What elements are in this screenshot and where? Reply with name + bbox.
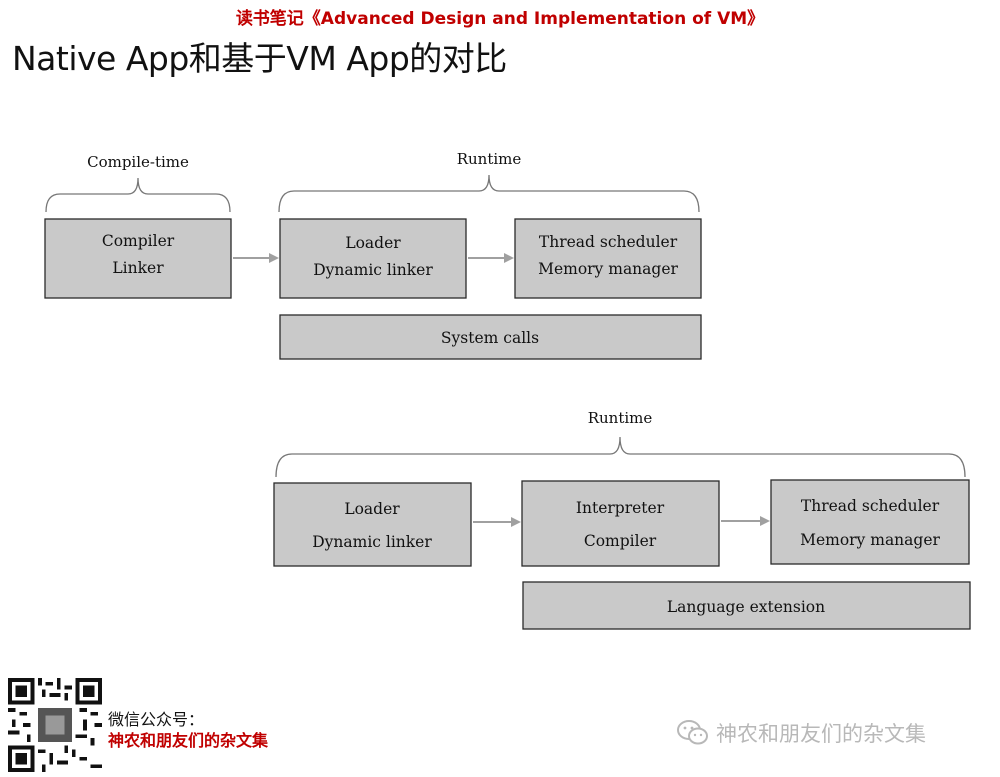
system-calls-label: System calls (441, 329, 539, 347)
header-note: 读书笔记《Advanced Design and Implementation … (235, 9, 765, 29)
vm-loader-label: Loader (344, 500, 400, 518)
system-calls-box: System calls (279, 314, 702, 360)
native-runtime-label: Runtime (457, 150, 522, 168)
native-loader-label: Loader (345, 234, 401, 252)
interpreter-box: Interpreter Compiler (521, 480, 720, 567)
vm-runtime-brace (275, 436, 966, 478)
vm-dynamic-linker-label: Dynamic linker (312, 533, 432, 551)
wechat-label: 微信公众号： (108, 710, 205, 729)
native-dynamic-linker-label: Dynamic linker (313, 261, 433, 279)
interpreter-label: Interpreter (576, 499, 665, 517)
vm-scheduler-box: Thread scheduler Memory manager (770, 479, 970, 565)
native-scheduler-box: Thread scheduler Memory manager (514, 218, 702, 299)
linker-label: Linker (112, 259, 164, 277)
vm-compiler-label: Compiler (584, 532, 657, 550)
vm-runtime-label: Runtime (588, 409, 653, 427)
vm-thread-scheduler-label: Thread scheduler (801, 497, 940, 515)
compiler-linker-box: Compiler Linker (44, 218, 232, 299)
watermark-text: 神农和朋友们的杂文集 (716, 722, 926, 746)
compile-time-brace (45, 177, 231, 213)
wechat-account-name: 神农和朋友们的杂文集 (108, 731, 269, 750)
native-memory-manager-label: Memory manager (538, 260, 678, 278)
native-loader-box: Loader Dynamic linker (279, 218, 467, 299)
qr-code-image (8, 678, 102, 772)
compile-time-label: Compile-time (87, 153, 189, 171)
compiler-label: Compiler (102, 232, 175, 250)
vm-loader-box: Loader Dynamic linker (273, 482, 472, 567)
wechat-logo-icon (677, 720, 708, 745)
watermark: 神农和朋友们的杂文集 (676, 718, 926, 748)
native-runtime-brace (278, 174, 700, 213)
native-thread-scheduler-label: Thread scheduler (539, 233, 678, 251)
language-extension-box: Language extension (522, 581, 971, 630)
vm-memory-manager-label: Memory manager (800, 531, 940, 549)
page-title: Native App和基于VM App的对比 (12, 39, 507, 78)
language-extension-label: Language extension (667, 598, 825, 616)
